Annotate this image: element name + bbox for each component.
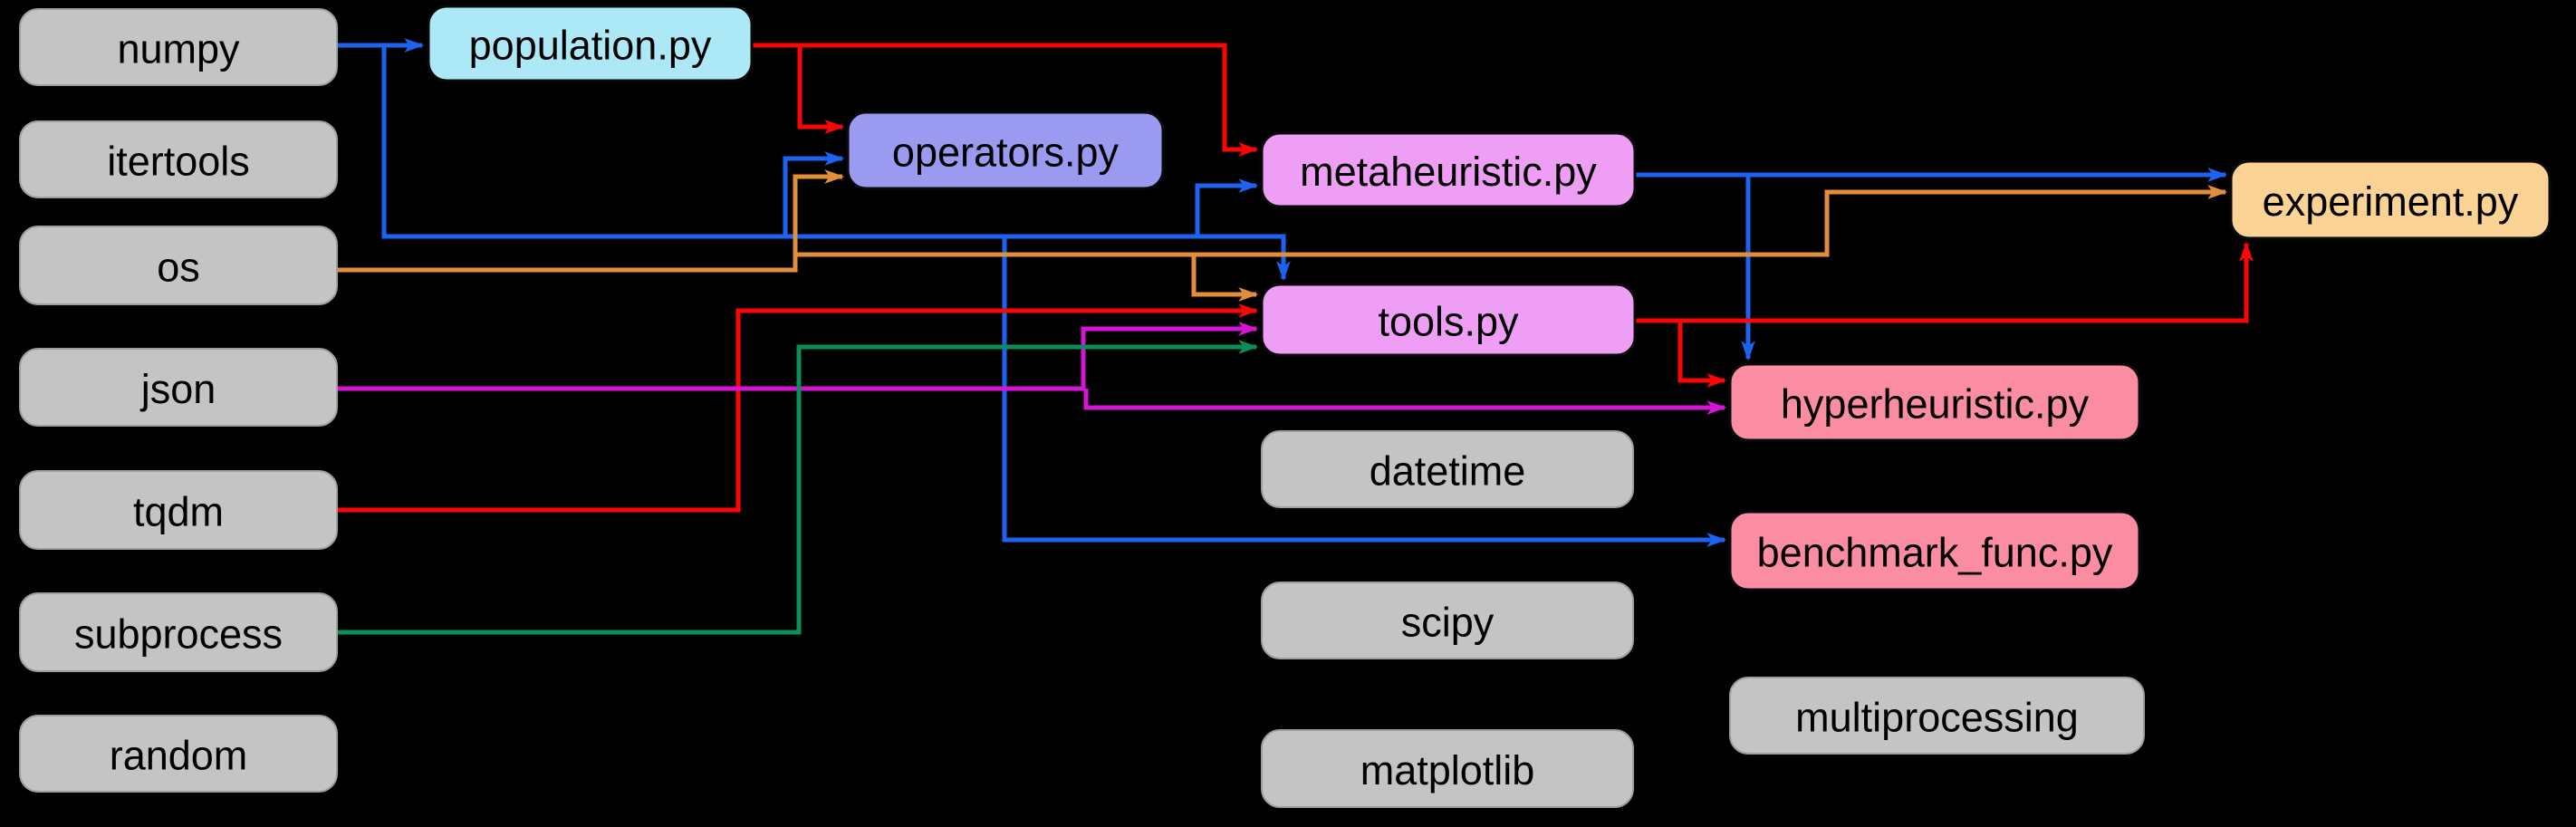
node-label-metaheuristic-py: metaheuristic.py xyxy=(1300,149,1597,195)
node-matplotlib: matplotlib xyxy=(1261,729,1634,808)
node-label-datetime: datetime xyxy=(1370,448,1526,495)
node-multiprocessing: multiprocessing xyxy=(1729,677,2145,755)
node-label-matplotlib: matplotlib xyxy=(1360,747,1535,793)
node-label-benchmark-func-py: benchmark_func.py xyxy=(1757,530,2113,576)
node-box-matplotlib xyxy=(1261,729,1634,808)
edge-numpy-to-benchmark-func xyxy=(1002,236,1727,547)
node-label-tools-py: tools.py xyxy=(1378,299,1519,345)
node-box-json xyxy=(19,348,338,427)
edge-tqdm-to-tools xyxy=(337,303,1259,513)
node-label-scipy: scipy xyxy=(1401,600,1495,646)
node-box-tools-py xyxy=(1260,283,1637,357)
node-numpy: numpy xyxy=(19,8,338,86)
edge-numpy-to-operators xyxy=(783,151,845,236)
node-box-itertools xyxy=(19,120,338,198)
node-box-experiment-py xyxy=(2229,159,2552,240)
node-box-hyperheuristic-py xyxy=(1728,362,2141,442)
node-json: json xyxy=(19,348,338,427)
node-tqdm: tqdm xyxy=(19,470,338,550)
edge-population-to-metaheuristic xyxy=(752,43,1259,157)
node-subprocess: subprocess xyxy=(19,592,338,672)
node-metaheuristic-py: metaheuristic.py xyxy=(1260,131,1637,208)
node-label-tqdm: tqdm xyxy=(133,489,224,535)
node-label-operators-py: operators.py xyxy=(892,130,1120,176)
node-box-random xyxy=(19,715,338,793)
node-box-scipy xyxy=(1261,582,1634,659)
node-random: random xyxy=(19,715,338,793)
node-benchmark-func-py: benchmark_func.py xyxy=(1728,510,2141,591)
node-box-os xyxy=(19,226,338,305)
node-label-numpy: numpy xyxy=(117,26,240,72)
node-population-py: population.py xyxy=(427,5,754,82)
node-datetime: datetime xyxy=(1261,430,1634,508)
node-box-benchmark-func-py xyxy=(1728,510,2141,591)
node-box-multiprocessing xyxy=(1729,677,2145,755)
node-label-json: json xyxy=(139,366,216,412)
node-label-subprocess: subprocess xyxy=(74,611,283,658)
node-hyperheuristic-py: hyperheuristic.py xyxy=(1728,362,2141,442)
node-os: os xyxy=(19,226,338,305)
node-box-operators-py xyxy=(846,111,1165,190)
node-box-subprocess xyxy=(19,592,338,672)
node-box-datetime xyxy=(1261,430,1634,508)
node-operators-py: operators.py xyxy=(846,111,1165,190)
node-label-experiment-py: experiment.py xyxy=(2263,178,2519,225)
edge-os-to-experiment xyxy=(795,185,2228,257)
edge-subprocess-to-tools xyxy=(337,340,1259,635)
node-label-hyperheuristic-py: hyperheuristic.py xyxy=(1781,381,2090,428)
node-label-random: random xyxy=(110,733,248,779)
node-itertools: itertools xyxy=(19,120,338,198)
node-label-population-py: population.py xyxy=(469,23,712,69)
edge-json-to-hyperheuristic xyxy=(1083,389,1727,415)
node-experiment-py: experiment.py xyxy=(2229,159,2552,240)
edge-numpy-to-tools-top xyxy=(381,45,1291,282)
edge-os-to-operators xyxy=(337,169,845,273)
node-tools-py: tools.py xyxy=(1260,283,1637,357)
edge-os-to-tools xyxy=(1191,255,1259,302)
node-label-itertools: itertools xyxy=(107,139,250,185)
node-label-multiprocessing: multiprocessing xyxy=(1795,695,2079,741)
edge-json-to-tools xyxy=(337,322,1259,391)
edge-numpy-to-metaheuristic xyxy=(1195,178,1259,236)
edge-population-to-operators xyxy=(797,45,845,134)
node-box-tqdm xyxy=(19,470,338,550)
node-scipy: scipy xyxy=(1261,582,1634,659)
node-label-os: os xyxy=(157,245,200,291)
node-box-numpy xyxy=(19,8,338,86)
node-box-population-py xyxy=(427,5,754,82)
edge-tools-to-experiment xyxy=(1635,241,2254,323)
edge-tools-to-hyperheuristic xyxy=(1677,321,1727,388)
node-box-metaheuristic-py xyxy=(1260,131,1637,208)
